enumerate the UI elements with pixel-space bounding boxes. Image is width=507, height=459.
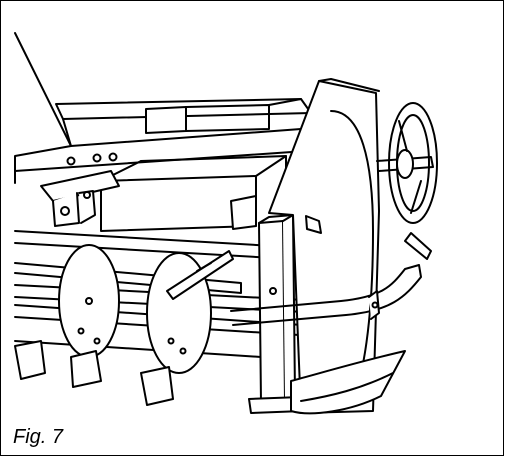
support-strut (14, 32, 72, 147)
support-post (248, 214, 304, 414)
bolt (66, 156, 76, 166)
rotor-blades (14, 340, 174, 406)
left-bracket (40, 170, 120, 227)
bolt (108, 152, 118, 162)
clamp-bar (166, 250, 234, 300)
rotor-disc-left (58, 244, 120, 358)
rear-guard-rail (230, 232, 432, 326)
hand-wheel (376, 102, 438, 224)
figure-caption: Fig. 7 (13, 426, 64, 448)
bolt (92, 153, 102, 163)
center-block (100, 155, 287, 232)
